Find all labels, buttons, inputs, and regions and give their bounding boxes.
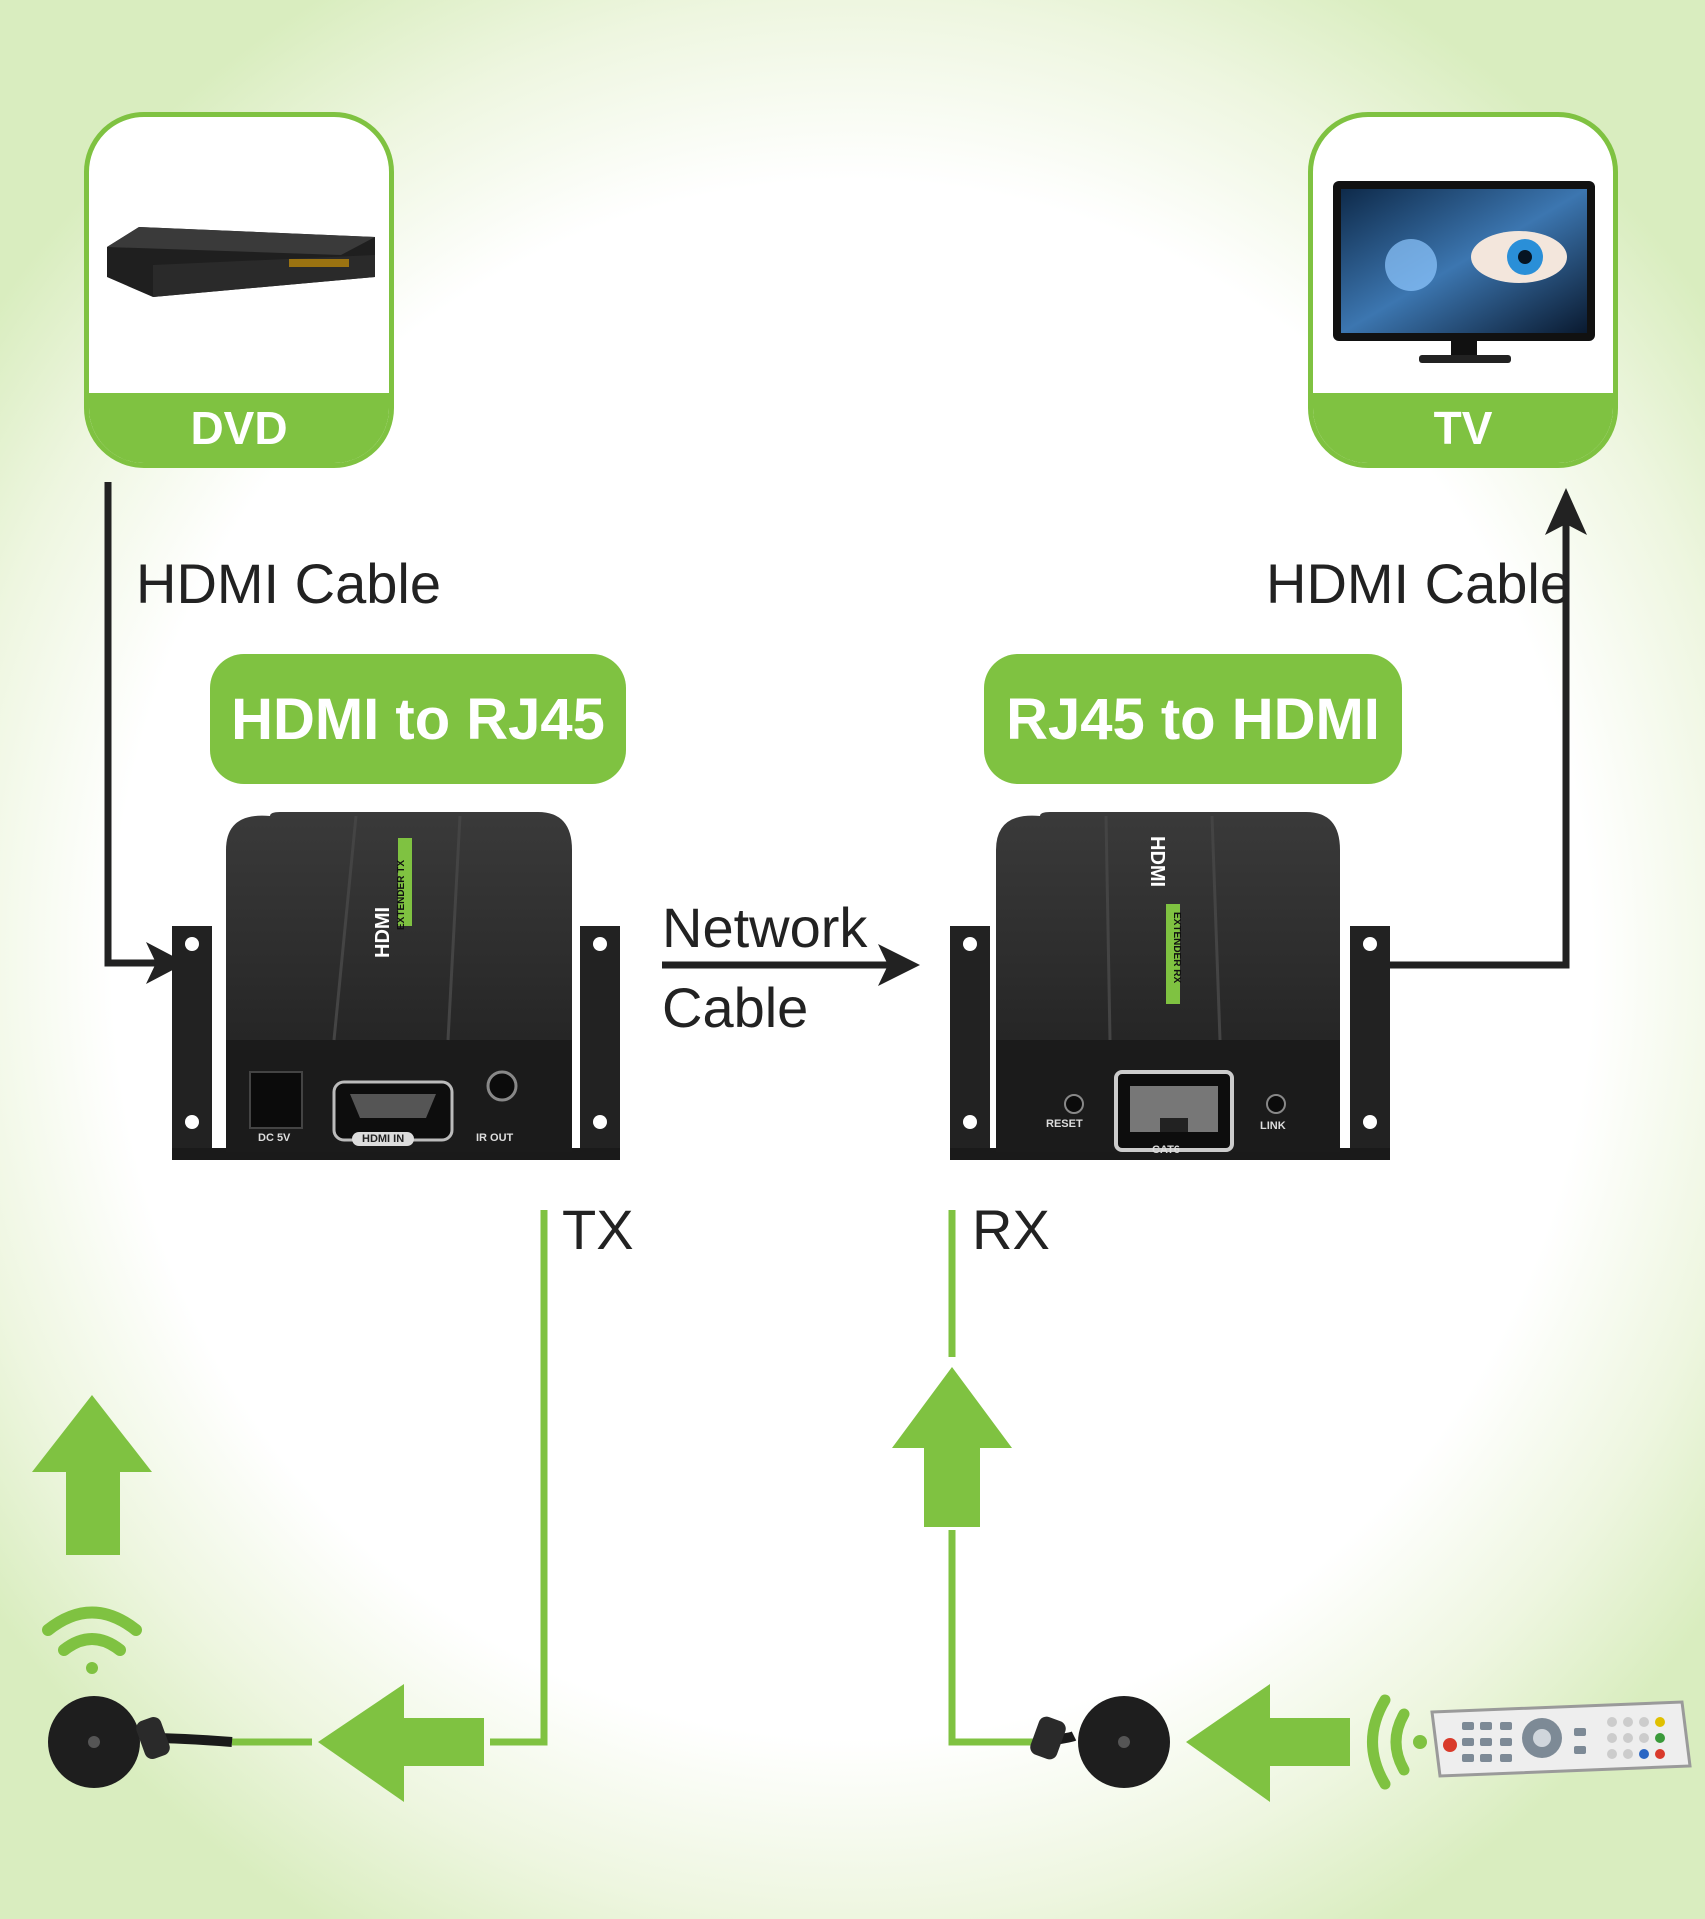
tx-port-dc-label: DC 5V [258,1132,291,1144]
tx-brand: HDMI [372,906,394,958]
ir-up-arrow-left [32,1395,152,1555]
tx-port-hdmi-label: HDMI IN [352,1132,415,1146]
ir-left-arrow-rx [1186,1684,1350,1802]
rx-ir-line [948,1210,1040,1746]
tv-card: TV [1308,112,1618,468]
tv-image [1313,117,1613,393]
dvd-image [89,117,389,393]
tv-label: TV [1313,393,1613,463]
tx-port-ir-label: IR OUT [476,1132,514,1144]
rx-brand: HDMI [1146,836,1168,888]
rx-strip-text: EXTENDER RX [1171,912,1182,984]
network-cable-arrow [662,944,920,986]
tx-ir-line [232,1210,548,1746]
wireless-signal-icon [42,1606,142,1674]
network-cable-label-line2: Cable [662,976,809,1039]
right-hdmi-cable-label: HDMI Cable [1266,552,1571,615]
left-hdmi-cable-label: HDMI Cable [136,552,441,615]
ir-up-arrow-rx [892,1367,1012,1527]
dvd-label: DVD [89,393,389,463]
rx-label: RX [972,1198,1050,1261]
rx-pill-label: RJ45 to HDMI [984,654,1402,784]
tv-icon [1333,181,1595,363]
ir-emitter-icon [48,1696,233,1788]
dvd-card: DVD [84,112,394,468]
rx-port-link-label: LINK [1260,1120,1286,1132]
right-hdmi-cable-line [1372,488,1587,969]
remote-control-icon [1430,1700,1692,1778]
tx-pill-label: HDMI to RJ45 [210,654,626,784]
remote-signal-icon [1367,1694,1427,1790]
tx-strip-text: EXTENDER TX [396,859,407,930]
rx-port-lan-label: CAT6 [1152,1144,1180,1156]
network-cable-label-line1: Network [662,896,868,959]
tx-extender-device [172,812,620,1160]
left-hdmi-cable-line [104,482,186,984]
rx-extender-device [950,812,1390,1160]
tx-label: TX [562,1198,634,1261]
rx-port-reset-label: RESET [1046,1118,1083,1130]
dvd-player-icon [107,227,375,297]
ir-left-arrow-tx [318,1684,484,1802]
ir-receiver-icon [1030,1696,1170,1788]
